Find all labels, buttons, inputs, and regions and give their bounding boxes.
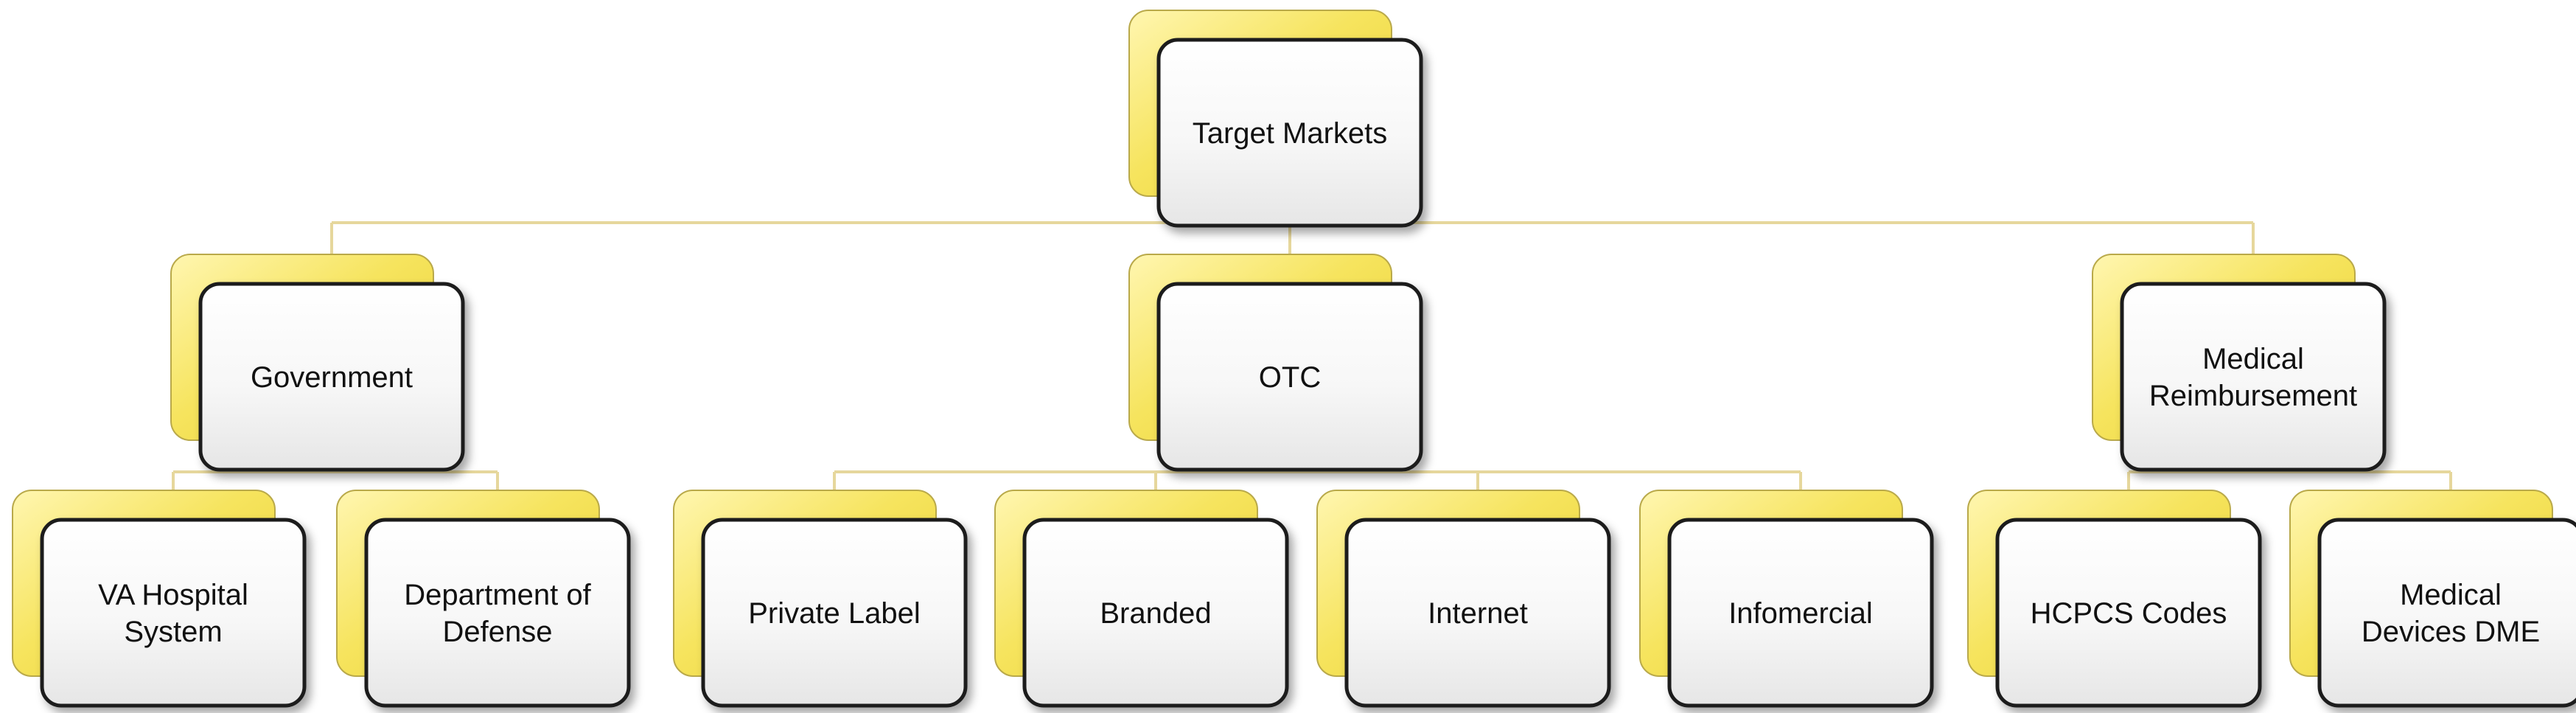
node-front-card bbox=[364, 518, 631, 708]
node-branded: Branded bbox=[994, 490, 1289, 708]
node-front-card bbox=[198, 282, 465, 472]
node-label: System bbox=[124, 616, 222, 648]
node-government: Government bbox=[170, 254, 465, 472]
node-front-card bbox=[1022, 518, 1289, 708]
node-label: Medical bbox=[2202, 343, 2304, 375]
node-target-markets: Target Markets bbox=[1128, 10, 1423, 228]
node-label: Target Markets bbox=[1193, 117, 1388, 150]
node-front-card bbox=[2317, 518, 2576, 708]
node-department-of-defense: Department of Defense bbox=[336, 490, 631, 708]
node-front-card bbox=[40, 518, 307, 708]
node-label: Infomercial bbox=[1728, 597, 1873, 630]
node-label: Government bbox=[251, 361, 413, 394]
node-front-card bbox=[1156, 282, 1423, 472]
node-front-card bbox=[1667, 518, 1934, 708]
node-front-card bbox=[1995, 518, 2262, 708]
node-label: OTC bbox=[1259, 361, 1321, 394]
node-label: Internet bbox=[1428, 597, 1528, 630]
node-otc: OTC bbox=[1128, 254, 1423, 472]
connector-lines bbox=[172, 221, 2452, 490]
node-label: Devices DME bbox=[2362, 616, 2540, 648]
node-label: HCPCS Codes bbox=[2031, 597, 2227, 630]
node-label: VA Hospital bbox=[98, 579, 248, 611]
node-front-card bbox=[1156, 38, 1423, 228]
node-label: Branded bbox=[1100, 597, 1211, 630]
node-internet: Internet bbox=[1316, 490, 1611, 708]
node-label: Reimbursement bbox=[2149, 380, 2357, 412]
node-front-card bbox=[1344, 518, 1611, 708]
node-infomercial: Infomercial bbox=[1639, 490, 1934, 708]
node-label: Private Label bbox=[748, 597, 920, 630]
node-hcpcs-codes: HCPCS Codes bbox=[1967, 490, 2262, 708]
node-label: Department of bbox=[404, 579, 591, 611]
node-private-label: Private Label bbox=[673, 490, 968, 708]
node-label: Defense bbox=[443, 616, 553, 648]
node-front-card bbox=[701, 518, 968, 708]
node-front-card bbox=[2120, 282, 2387, 472]
node-label: Medical bbox=[2400, 579, 2502, 611]
